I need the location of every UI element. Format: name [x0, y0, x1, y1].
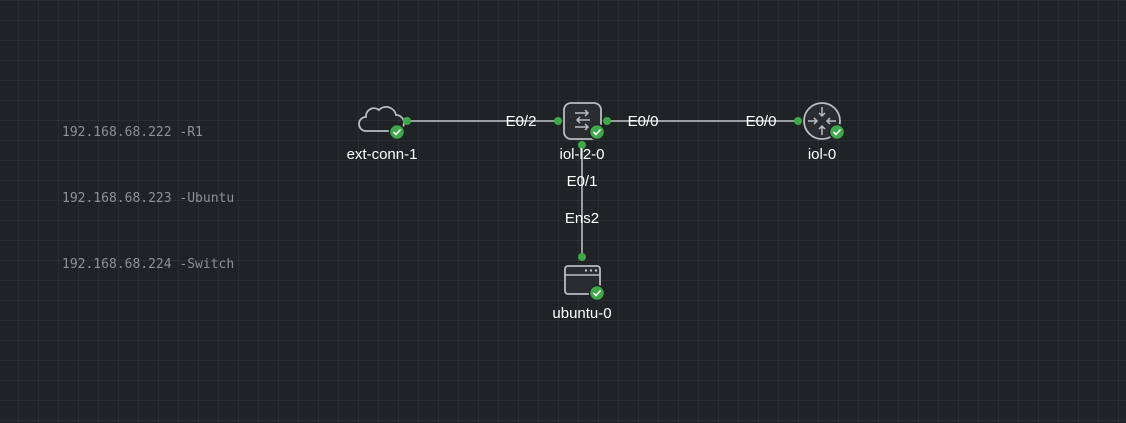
check-mark-icon	[592, 289, 602, 297]
text-annotation[interactable]: 192.168.68.222 -R1 192.168.68.223 -Ubunt…	[62, 78, 234, 320]
iface-label-ubuntu-ens2: Ens2	[565, 210, 599, 227]
node-iol-l2-0[interactable]: iol-l2-0	[554, 102, 611, 163]
dot-icon	[589, 269, 593, 272]
node-ext-conn-1[interactable]: ext-conn-1	[347, 106, 418, 163]
port-switch-e0-2[interactable]	[554, 117, 562, 125]
node-label-switch: iol-l2-0	[559, 146, 604, 163]
port-ubuntu-ens2[interactable]	[578, 253, 586, 261]
port-router-e0-0[interactable]	[794, 117, 802, 125]
arrow-right-icon	[808, 117, 819, 125]
node-label-ext-conn: ext-conn-1	[347, 146, 418, 163]
iface-label-switch-e0-2: E0/2	[506, 113, 537, 130]
arrow-right-icon	[575, 123, 590, 131]
arrow-left-icon	[825, 117, 836, 125]
node-iol-0[interactable]: iol-0	[794, 102, 846, 163]
status-check-icon	[588, 284, 606, 302]
dot-icon	[594, 269, 598, 272]
status-check-icon	[388, 123, 406, 141]
dot-icon	[584, 269, 588, 272]
iface-label-router-e0-0: E0/0	[746, 113, 777, 130]
iface-label-switch-e0-0: E0/0	[628, 113, 659, 130]
arrow-down-icon	[818, 107, 826, 118]
status-check-icon	[588, 123, 606, 141]
port-switch-e0-0[interactable]	[603, 117, 611, 125]
server-icon	[564, 265, 601, 295]
arrow-left-icon	[575, 116, 590, 124]
port-switch-e0-1[interactable]	[578, 141, 586, 149]
node-label-router: iol-0	[808, 146, 836, 163]
annotation-line-r1: 192.168.68.222 -R1	[62, 125, 203, 140]
iface-label-switch-e0-1: E0/1	[567, 173, 598, 190]
status-check-icon	[828, 123, 846, 141]
annotation-line-switch: 192.168.68.224 -Switch	[62, 257, 235, 272]
check-mark-icon	[592, 128, 602, 136]
arrow-right-icon	[575, 109, 590, 117]
check-mark-icon	[832, 128, 842, 136]
node-ubuntu-0[interactable]: ubuntu-0	[552, 253, 612, 322]
port-ext-conn[interactable]	[403, 117, 411, 125]
annotation-line-ubuntu: 192.168.68.223 -Ubuntu	[62, 191, 235, 206]
check-mark-icon	[392, 128, 402, 136]
arrow-up-icon	[818, 124, 826, 135]
node-label-ubuntu: ubuntu-0	[552, 305, 611, 322]
